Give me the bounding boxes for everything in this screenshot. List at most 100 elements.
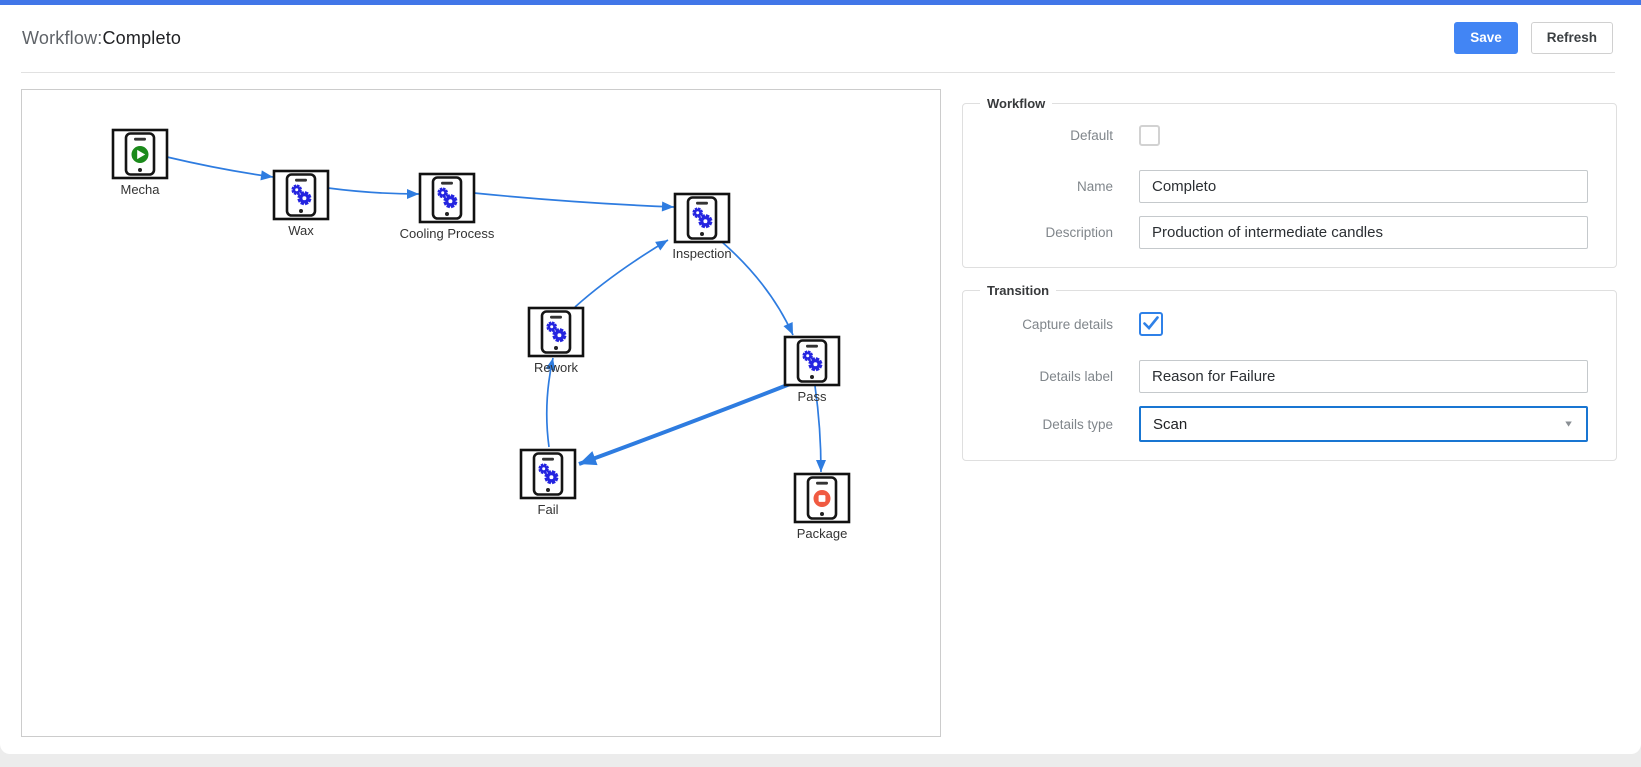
edge-wax-to-cooling[interactable]	[327, 187, 420, 195]
arrowhead-icon	[545, 358, 556, 371]
gear-hole	[542, 467, 546, 471]
top-accent-bar	[0, 0, 1641, 5]
edge-rework-to-inspection[interactable]	[574, 239, 669, 308]
arrowhead-icon	[579, 451, 598, 466]
workflow-fieldset-legend: Workflow	[987, 96, 1046, 111]
workflow-node-mecha[interactable]: Mecha	[111, 128, 169, 197]
phone-speaker	[542, 457, 554, 461]
phone-home-button	[546, 488, 550, 492]
gears-icon	[538, 463, 559, 485]
arrowhead-icon	[407, 189, 419, 199]
name-input[interactable]	[1139, 170, 1588, 203]
arrowhead-icon	[260, 170, 273, 181]
chevron-down-icon: ▼	[1563, 419, 1574, 429]
node-label: Fail	[538, 502, 559, 517]
gear-hole	[557, 333, 562, 338]
details-label-label: Details label	[1039, 369, 1113, 384]
node-label: Package	[797, 526, 848, 541]
node-label: Rework	[534, 360, 579, 375]
gears-icon	[437, 187, 458, 209]
gears-icon	[546, 321, 567, 343]
default-label: Default	[1070, 128, 1113, 143]
transition-fieldset-legend: Transition	[987, 283, 1050, 298]
edge-inspection-to-pass[interactable]	[721, 241, 794, 336]
description-label: Description	[1045, 225, 1113, 240]
phone-speaker	[441, 181, 453, 185]
arrowhead-icon	[783, 322, 793, 335]
arrowhead-icon	[661, 201, 674, 212]
name-label: Name	[1076, 179, 1113, 194]
page-title-name: Completo	[102, 27, 182, 48]
workflow-node-rework[interactable]: Rework	[527, 306, 585, 375]
stop-square	[818, 495, 826, 502]
details-label-row: Details label	[963, 360, 1588, 393]
workflow-node-pass[interactable]: Pass	[783, 335, 841, 404]
page-title-prefix: Workflow:	[22, 27, 103, 48]
phone-speaker	[295, 178, 307, 182]
workflow-node-fail[interactable]: Fail	[519, 448, 577, 517]
default-checkbox[interactable]	[1139, 125, 1160, 146]
default-row: Default	[963, 125, 1588, 146]
header-actions: Save Refresh	[1454, 22, 1613, 54]
description-input[interactable]	[1139, 216, 1588, 249]
gear-hole	[550, 325, 554, 329]
transition-fieldset: Transition Capture details Details label…	[962, 283, 1617, 461]
phone-home-button	[810, 375, 814, 379]
arrowhead-icon	[816, 460, 826, 472]
workflow-fieldset: Workflow Default Name Description	[962, 96, 1617, 268]
details-type-select[interactable]: Scan ▼	[1139, 406, 1588, 442]
node-label: Pass	[798, 389, 827, 404]
gear-hole	[549, 475, 554, 480]
phone-speaker	[806, 344, 818, 348]
gear-hole	[703, 219, 708, 224]
phone-home-button	[138, 168, 142, 172]
refresh-button[interactable]: Refresh	[1530, 22, 1613, 54]
capture-details-checkbox[interactable]	[1139, 312, 1163, 336]
name-row: Name	[963, 170, 1588, 203]
description-row: Description	[963, 216, 1588, 249]
details-type-value: Scan	[1153, 415, 1188, 433]
workflow-node-cooling[interactable]: Cooling Process	[400, 172, 495, 241]
gears-icon	[692, 207, 713, 229]
workflow-node-wax[interactable]: Wax	[272, 169, 330, 238]
capture-details-row: Capture details	[963, 312, 1588, 336]
gears-icon	[802, 350, 823, 372]
gear-hole	[448, 199, 453, 204]
gear-hole	[813, 362, 818, 367]
save-button[interactable]: Save	[1454, 22, 1518, 54]
details-label-input[interactable]	[1139, 360, 1588, 393]
workflow-node-inspection[interactable]: Inspection	[672, 192, 732, 261]
details-type-label: Details type	[1042, 416, 1113, 432]
phone-home-button	[700, 232, 704, 236]
phone-speaker	[696, 201, 708, 205]
node-label: Wax	[288, 223, 314, 238]
gears-icon	[291, 184, 312, 206]
edge-cooling-to-inspection[interactable]	[473, 192, 675, 208]
phone-home-button	[299, 209, 303, 213]
node-label: Mecha	[120, 182, 160, 197]
phone-speaker	[134, 137, 146, 141]
header-divider	[21, 72, 1615, 73]
workflow-node-package[interactable]: Package	[793, 472, 851, 541]
node-label: Inspection	[672, 246, 731, 261]
page-header: Workflow:Completo Save Refresh	[0, 5, 1641, 71]
phone-home-button	[554, 346, 558, 350]
gear-hole	[441, 191, 445, 195]
phone-home-button	[445, 212, 449, 216]
phone-speaker	[550, 315, 562, 319]
arrowhead-icon	[655, 240, 668, 251]
play-triangle	[137, 149, 146, 160]
node-label: Cooling Process	[400, 226, 495, 241]
gear-hole	[696, 211, 700, 215]
check-icon	[1143, 316, 1159, 330]
gear-hole	[295, 188, 299, 192]
gear-hole	[302, 196, 307, 201]
page-title: Workflow:Completo	[22, 28, 181, 49]
phone-speaker	[816, 481, 828, 485]
edge-pass-to-fail[interactable]	[578, 382, 791, 466]
capture-details-label: Capture details	[1022, 316, 1113, 332]
edge-mecha-to-wax[interactable]	[166, 156, 274, 178]
